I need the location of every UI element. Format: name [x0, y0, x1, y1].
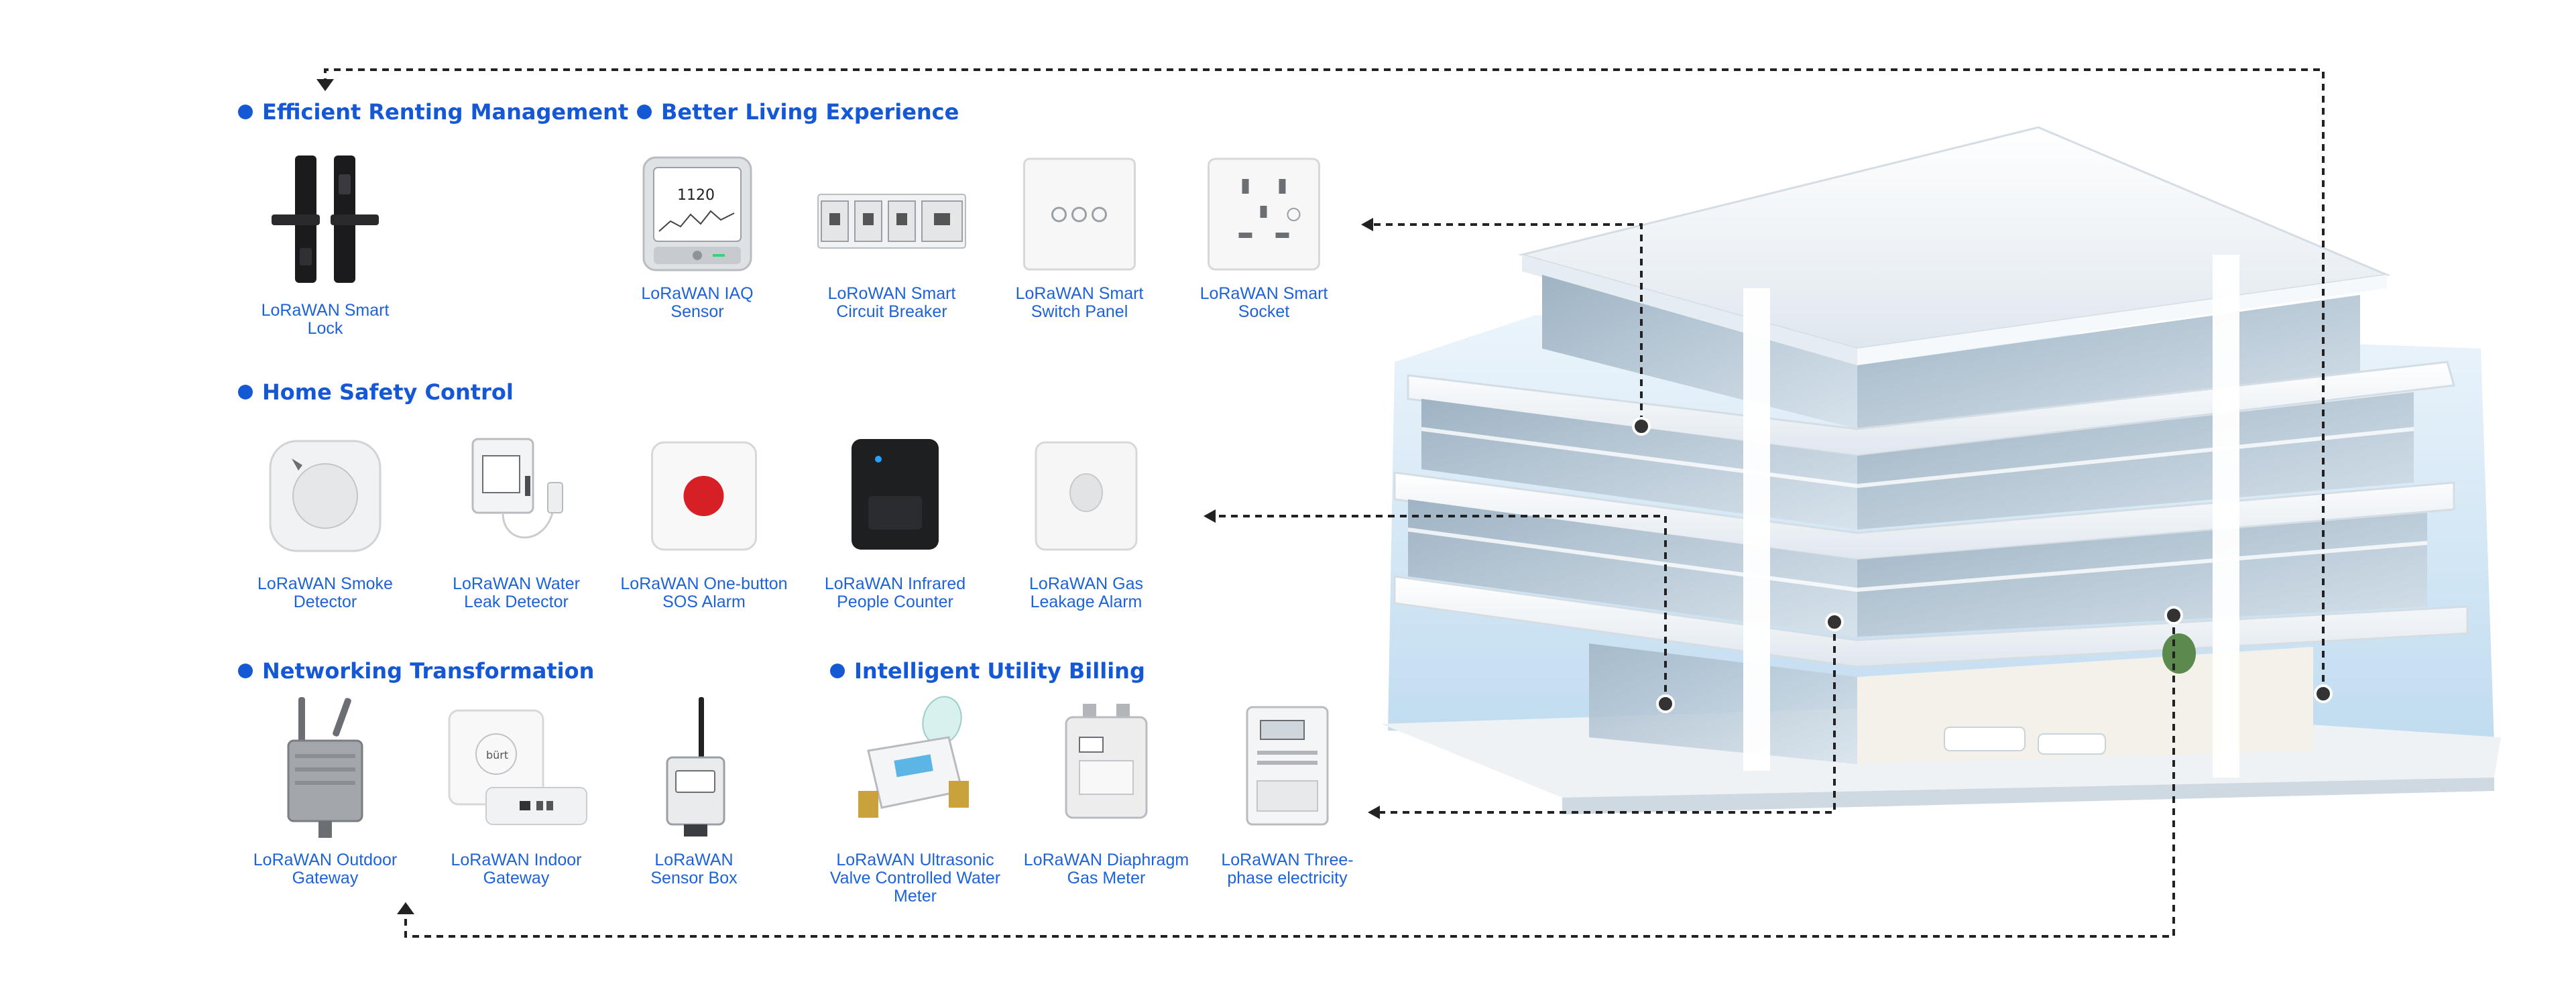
- indoor-gateway-brand: bürt: [486, 749, 508, 761]
- product-people-counter: LoRaWAN Infrared People Counter: [795, 429, 996, 623]
- bullet-dot: [830, 664, 845, 678]
- section-title-text: Intelligent Utility Billing: [854, 658, 1145, 684]
- sensor-box-icon: [666, 697, 725, 836]
- bullet-dot: [238, 105, 253, 119]
- smoke-detector-icon: [269, 440, 382, 552]
- product-label: LoRaWAN Diaphragm Gas Meter: [1023, 851, 1189, 887]
- section-title-text: Efficient Renting Management: [262, 99, 629, 125]
- product-outdoor-gateway: LoRaWAN Outdoor Gateway: [225, 690, 426, 905]
- section-title-renting: Efficient Renting Management: [238, 99, 628, 125]
- product-label: LoRaWAN Ultrasonic Valve Controlled Wate…: [829, 851, 1001, 906]
- circuit-breaker-icon: [817, 194, 966, 249]
- product-label: LoRaWAN Outdoor Gateway: [253, 851, 398, 887]
- section-title-text: Networking Transformation: [262, 658, 595, 684]
- section-title-networking: Networking Transformation: [238, 658, 594, 684]
- gas-meter-icon: [1065, 704, 1148, 819]
- section-title-text: Better Living Experience: [661, 99, 959, 125]
- product-circuit-breaker: LoRoWAN Smart Circuit Breaker: [791, 147, 992, 335]
- smart-socket-icon: [1208, 158, 1320, 271]
- product-switch-panel: LoRaWAN Smart Switch Panel: [979, 147, 1180, 335]
- bullet-dot: [637, 105, 652, 119]
- product-label: LoRaWAN Gas Leakage Alarm: [1029, 574, 1143, 611]
- product-smart-lock: LoRaWAN Smart Lock: [225, 141, 426, 342]
- product-label: LoRaWAN Smart Lock: [261, 301, 390, 338]
- product-sensor-box: LoRaWAN Sensor Box: [593, 690, 795, 905]
- product-iaq-sensor: 1120 LoRaWAN IAQ Sensor: [597, 147, 798, 335]
- product-electricity-meter: LoRaWAN Three- phase electricity: [1187, 690, 1388, 905]
- product-label: LoRaWAN Sensor Box: [650, 851, 738, 887]
- electricity-meter-icon: [1246, 706, 1329, 826]
- water-meter-icon: [858, 696, 969, 818]
- section-title-living: Better Living Experience: [637, 99, 959, 125]
- bullet-dot: [238, 664, 253, 678]
- product-label: LoRaWAN Smart Socket: [1199, 284, 1328, 321]
- product-label: LoRoWAN Smart Circuit Breaker: [827, 284, 956, 321]
- product-gas-alarm: LoRaWAN Gas Leakage Alarm: [986, 429, 1187, 623]
- outdoor-gateway-icon: [287, 697, 363, 838]
- section-title-safety: Home Safety Control: [238, 379, 514, 405]
- product-sos-alarm: LoRaWAN One-button SOS Alarm: [603, 429, 805, 623]
- indoor-gateway-icon: bürt: [448, 709, 587, 825]
- leak-detector-icon: [471, 438, 563, 539]
- product-smart-socket: LoRaWAN Smart Socket: [1163, 147, 1364, 335]
- bullet-dot: [238, 385, 253, 399]
- smart-lock-icon: [272, 156, 379, 283]
- product-water-meter: LoRaWAN Ultrasonic Valve Controlled Wate…: [815, 690, 1016, 918]
- product-label: LoRaWAN Infrared People Counter: [824, 574, 966, 611]
- product-gas-meter: LoRaWAN Diaphragm Gas Meter: [1006, 690, 1207, 905]
- section-title-text: Home Safety Control: [262, 379, 514, 405]
- product-label: LoRaWAN Smart Switch Panel: [1015, 284, 1144, 321]
- product-label: LoRaWAN One-button SOS Alarm: [620, 574, 788, 611]
- iaq-screen-value: 1120: [677, 187, 715, 204]
- product-label: LoRaWAN Smoke Detector: [257, 574, 393, 611]
- product-label: LoRaWAN IAQ Sensor: [641, 284, 754, 321]
- product-label: LoRaWAN Three- phase electricity: [1221, 851, 1354, 887]
- gas-alarm-icon: [1035, 441, 1138, 551]
- product-label: LoRaWAN Water Leak Detector: [453, 574, 580, 611]
- people-counter-icon: [852, 439, 939, 550]
- sos-alarm-icon: [651, 441, 757, 551]
- switch-panel-icon: [1023, 158, 1136, 271]
- section-title-billing: Intelligent Utility Billing: [830, 658, 1145, 684]
- product-label: LoRaWAN Indoor Gateway: [451, 851, 582, 887]
- product-indoor-gateway: bürt LoRaWAN Indoor Gateway: [416, 690, 617, 905]
- iaq-sensor-icon: 1120: [642, 156, 752, 271]
- product-leak-detector: LoRaWAN Water Leak Detector: [416, 429, 617, 623]
- product-smoke-detector: LoRaWAN Smoke Detector: [225, 429, 426, 623]
